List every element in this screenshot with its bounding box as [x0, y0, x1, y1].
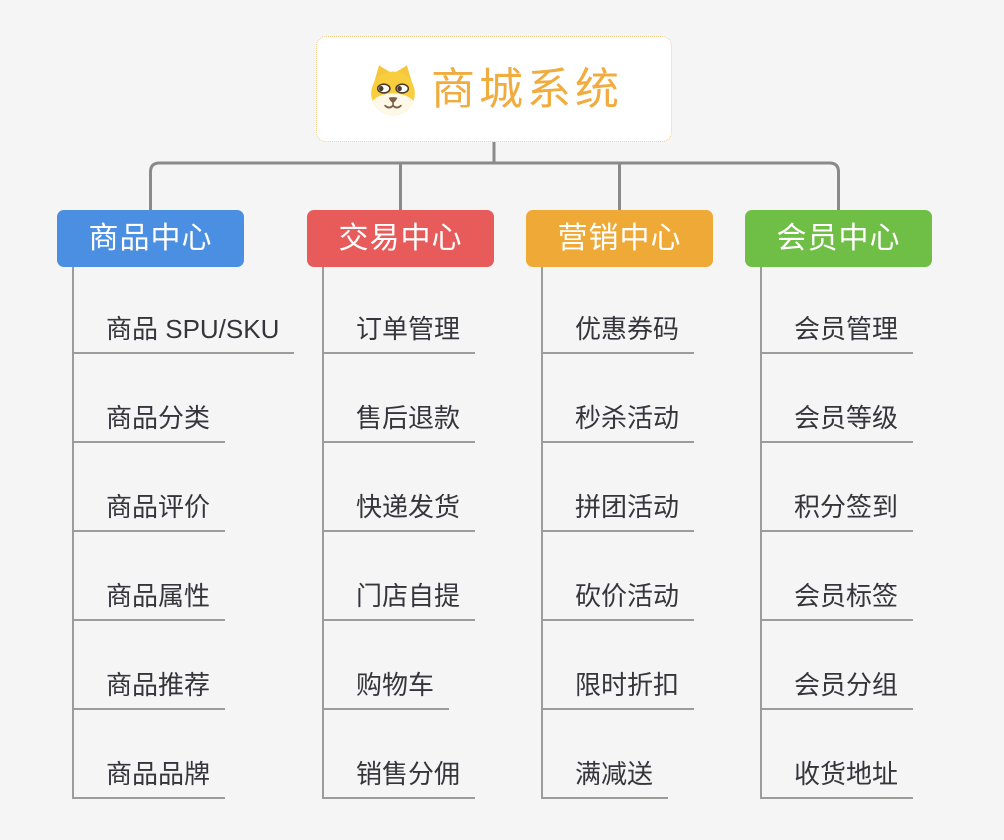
mindmap-leaf-item[interactable]: 限时折扣: [541, 670, 695, 710]
mindmap-leaf-item[interactable]: 商品分类: [72, 403, 226, 443]
branch-node-1[interactable]: 商品中心: [57, 210, 244, 267]
mindmap-leaf-item[interactable]: 优惠券码: [541, 314, 695, 354]
branch-node-4[interactable]: 会员中心: [745, 210, 932, 267]
mindmap-leaf-item[interactable]: 商品推荐: [72, 670, 226, 710]
root-title: 商城系统: [431, 65, 623, 114]
mindmap-leaf-item[interactable]: 会员分组: [760, 670, 914, 710]
branch-trunk-line: [541, 267, 543, 799]
mindmap-leaf-item[interactable]: 会员管理: [760, 314, 914, 354]
mindmap-leaf-item[interactable]: 积分签到: [760, 492, 914, 532]
mindmap-leaf-item[interactable]: 购物车: [322, 670, 450, 710]
mindmap-leaf-item[interactable]: 门店自提: [322, 581, 476, 621]
branch-trunk-line: [322, 267, 324, 799]
root-node[interactable]: 商城系统: [316, 36, 672, 142]
mindmap-leaf-item[interactable]: 砍价活动: [541, 581, 695, 621]
mindmap-leaf-item[interactable]: 收货地址: [760, 759, 914, 799]
mindmap-leaf-item[interactable]: 商品评价: [72, 492, 226, 532]
mindmap-leaf-item[interactable]: 会员等级: [760, 403, 914, 443]
mindmap-leaf-item[interactable]: 售后退款: [322, 403, 476, 443]
mindmap-leaf-item[interactable]: 会员标签: [760, 581, 914, 621]
branch-trunk-line: [72, 267, 74, 799]
mindmap-leaf-item[interactable]: 订单管理: [322, 314, 476, 354]
mindmap-leaf-item[interactable]: 快递发货: [322, 492, 476, 532]
mindmap-leaf-item[interactable]: 商品品牌: [72, 759, 226, 799]
mindmap-leaf-item[interactable]: 秒杀活动: [541, 403, 695, 443]
branch-node-3[interactable]: 营销中心: [526, 210, 713, 267]
branch-node-2[interactable]: 交易中心: [307, 210, 494, 267]
mindmap-leaf-item[interactable]: 商品 SPU/SKU: [72, 314, 295, 354]
branch-trunk-line: [760, 267, 762, 799]
mindmap-leaf-item[interactable]: 商品属性: [72, 581, 226, 621]
branch-label: 营销中心: [557, 221, 682, 255]
dog-face-icon: [371, 65, 415, 116]
branch-label: 会员中心: [776, 221, 901, 255]
mindmap-leaf-item[interactable]: 拼团活动: [541, 492, 695, 532]
branch-label: 商品中心: [88, 221, 213, 255]
mindmap-leaf-item[interactable]: 销售分佣: [322, 759, 476, 799]
mindmap-leaf-item[interactable]: 满减送: [541, 759, 669, 799]
branch-label: 交易中心: [338, 221, 463, 255]
